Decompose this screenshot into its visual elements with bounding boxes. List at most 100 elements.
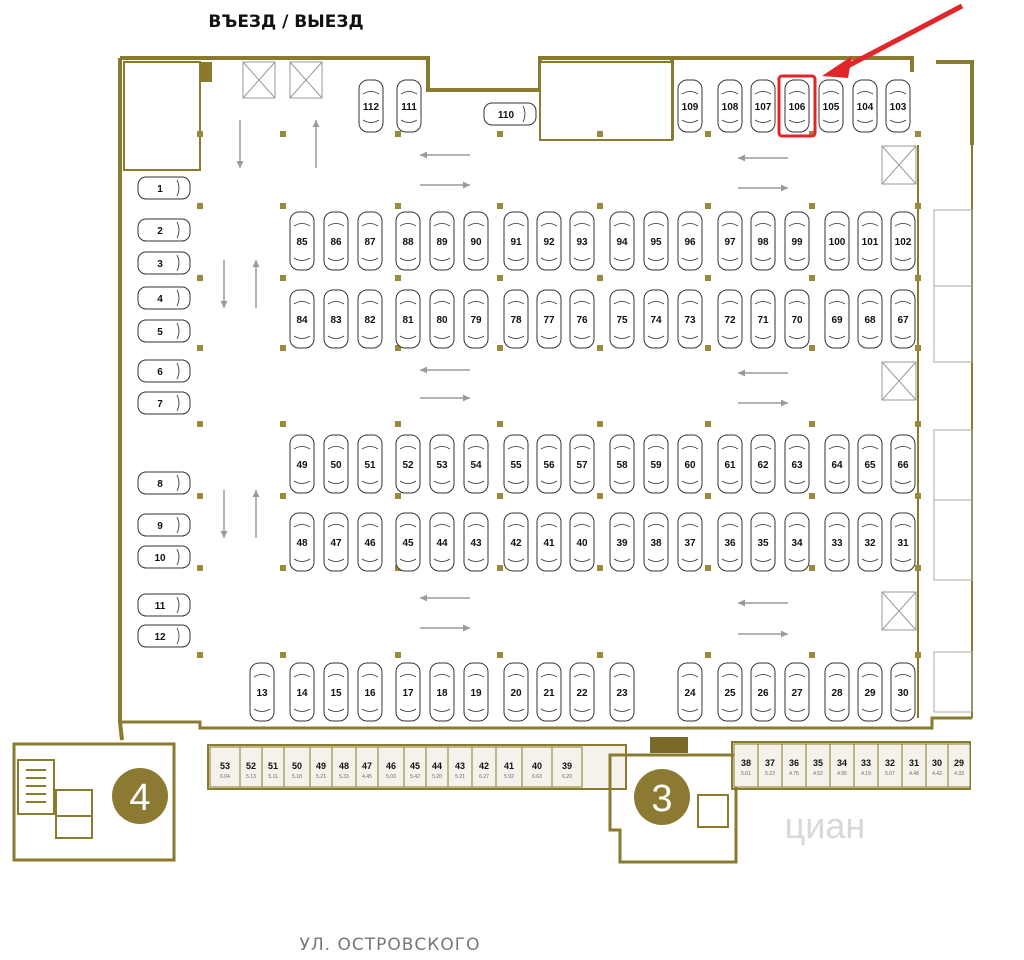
parking-spot-68[interactable]: 68 [857, 289, 883, 349]
parking-spot-96[interactable]: 96 [677, 211, 703, 271]
parking-spot-83[interactable]: 83 [323, 289, 349, 349]
parking-spot-22[interactable]: 22 [569, 662, 595, 722]
parking-spot-74[interactable]: 74 [643, 289, 669, 349]
storage-room-31[interactable]: 314.48 [901, 743, 927, 788]
parking-spot-36[interactable]: 36 [717, 512, 743, 572]
parking-spot-108[interactable]: 108 [717, 79, 743, 133]
parking-spot-30[interactable]: 30 [890, 662, 916, 722]
parking-spot-44[interactable]: 44 [429, 512, 455, 572]
parking-spot-20[interactable]: 20 [503, 662, 529, 722]
parking-spot-63[interactable]: 63 [784, 434, 810, 494]
parking-spot-3[interactable]: 3 [137, 251, 191, 275]
parking-spot-26[interactable]: 26 [750, 662, 776, 722]
parking-spot-112[interactable]: 112 [358, 79, 384, 133]
parking-spot-49[interactable]: 49 [289, 434, 315, 494]
parking-spot-62[interactable]: 62 [750, 434, 776, 494]
parking-spot-8[interactable]: 8 [137, 471, 191, 495]
storage-room-49[interactable]: 495.21 [309, 746, 333, 788]
parking-spot-32[interactable]: 32 [857, 512, 883, 572]
parking-spot-75[interactable]: 75 [609, 289, 635, 349]
parking-spot-71[interactable]: 71 [750, 289, 776, 349]
parking-spot-28[interactable]: 28 [824, 662, 850, 722]
parking-spot-107[interactable]: 107 [750, 79, 776, 133]
parking-spot-97[interactable]: 97 [717, 211, 743, 271]
parking-spot-21[interactable]: 21 [536, 662, 562, 722]
parking-spot-59[interactable]: 59 [643, 434, 669, 494]
parking-spot-14[interactable]: 14 [289, 662, 315, 722]
parking-spot-2[interactable]: 2 [137, 218, 191, 242]
parking-spot-86[interactable]: 86 [323, 211, 349, 271]
storage-room-42[interactable]: 426.27 [471, 746, 497, 788]
parking-spot-6[interactable]: 6 [137, 359, 191, 383]
storage-room-34[interactable]: 344.95 [829, 743, 855, 788]
parking-spot-101[interactable]: 101 [857, 211, 883, 271]
parking-spot-60[interactable]: 60 [677, 434, 703, 494]
parking-spot-94[interactable]: 94 [609, 211, 635, 271]
parking-spot-39[interactable]: 39 [609, 512, 635, 572]
parking-spot-1[interactable]: 1 [137, 176, 191, 200]
parking-spot-95[interactable]: 95 [643, 211, 669, 271]
storage-room-32[interactable]: 325.07 [877, 743, 903, 788]
parking-spot-81[interactable]: 81 [395, 289, 421, 349]
parking-spot-24[interactable]: 24 [677, 662, 703, 722]
storage-room-38[interactable]: 385.01 [733, 743, 759, 788]
storage-room-41[interactable]: 415.92 [495, 746, 523, 788]
storage-room-37[interactable]: 375.22 [757, 743, 783, 788]
parking-spot-56[interactable]: 56 [536, 434, 562, 494]
parking-spot-111[interactable]: 111 [396, 79, 422, 133]
storage-room-29[interactable]: 294.33 [947, 743, 971, 788]
parking-spot-27[interactable]: 27 [784, 662, 810, 722]
storage-room-46[interactable]: 465.03 [377, 746, 405, 788]
parking-spot-106[interactable]: 106 [777, 74, 817, 138]
parking-spot-10[interactable]: 10 [137, 545, 191, 569]
parking-spot-93[interactable]: 93 [569, 211, 595, 271]
parking-spot-48[interactable]: 48 [289, 512, 315, 572]
parking-spot-103[interactable]: 103 [885, 79, 911, 133]
parking-spot-33[interactable]: 33 [824, 512, 850, 572]
storage-room-47[interactable]: 474.45 [355, 746, 379, 788]
parking-spot-72[interactable]: 72 [717, 289, 743, 349]
parking-spot-91[interactable]: 91 [503, 211, 529, 271]
parking-spot-34[interactable]: 34 [784, 512, 810, 572]
parking-spot-70[interactable]: 70 [784, 289, 810, 349]
parking-spot-98[interactable]: 98 [750, 211, 776, 271]
parking-spot-104[interactable]: 104 [852, 79, 878, 133]
parking-spot-89[interactable]: 89 [429, 211, 455, 271]
storage-room-52[interactable]: 525.13 [239, 746, 263, 788]
parking-spot-40[interactable]: 40 [569, 512, 595, 572]
parking-spot-5[interactable]: 5 [137, 319, 191, 343]
parking-spot-7[interactable]: 7 [137, 391, 191, 415]
parking-spot-41[interactable]: 41 [536, 512, 562, 572]
parking-spot-84[interactable]: 84 [289, 289, 315, 349]
storage-room-39[interactable]: 396.20 [551, 746, 583, 788]
parking-spot-12[interactable]: 12 [137, 624, 191, 648]
storage-room-44[interactable]: 445.20 [425, 746, 449, 788]
parking-spot-78[interactable]: 78 [503, 289, 529, 349]
parking-spot-61[interactable]: 61 [717, 434, 743, 494]
parking-spot-100[interactable]: 100 [824, 211, 850, 271]
parking-spot-79[interactable]: 79 [463, 289, 489, 349]
parking-spot-38[interactable]: 38 [643, 512, 669, 572]
parking-spot-77[interactable]: 77 [536, 289, 562, 349]
parking-spot-88[interactable]: 88 [395, 211, 421, 271]
parking-spot-67[interactable]: 67 [890, 289, 916, 349]
parking-spot-51[interactable]: 51 [357, 434, 383, 494]
parking-spot-37[interactable]: 37 [677, 512, 703, 572]
parking-spot-11[interactable]: 11 [137, 593, 191, 617]
storage-room-43[interactable]: 435.21 [447, 746, 473, 788]
parking-spot-9[interactable]: 9 [137, 513, 191, 537]
parking-spot-76[interactable]: 76 [569, 289, 595, 349]
parking-spot-99[interactable]: 99 [784, 211, 810, 271]
parking-spot-64[interactable]: 64 [824, 434, 850, 494]
parking-spot-109[interactable]: 109 [677, 79, 703, 133]
storage-room-45[interactable]: 455.42 [403, 746, 427, 788]
parking-spot-65[interactable]: 65 [857, 434, 883, 494]
parking-spot-46[interactable]: 46 [357, 512, 383, 572]
storage-room-53[interactable]: 536.04 [209, 746, 241, 788]
parking-spot-18[interactable]: 18 [429, 662, 455, 722]
parking-spot-19[interactable]: 19 [463, 662, 489, 722]
storage-room-36[interactable]: 364.75 [781, 743, 807, 788]
parking-spot-58[interactable]: 58 [609, 434, 635, 494]
parking-spot-13[interactable]: 13 [249, 662, 275, 722]
storage-room-48[interactable]: 485.33 [331, 746, 357, 788]
